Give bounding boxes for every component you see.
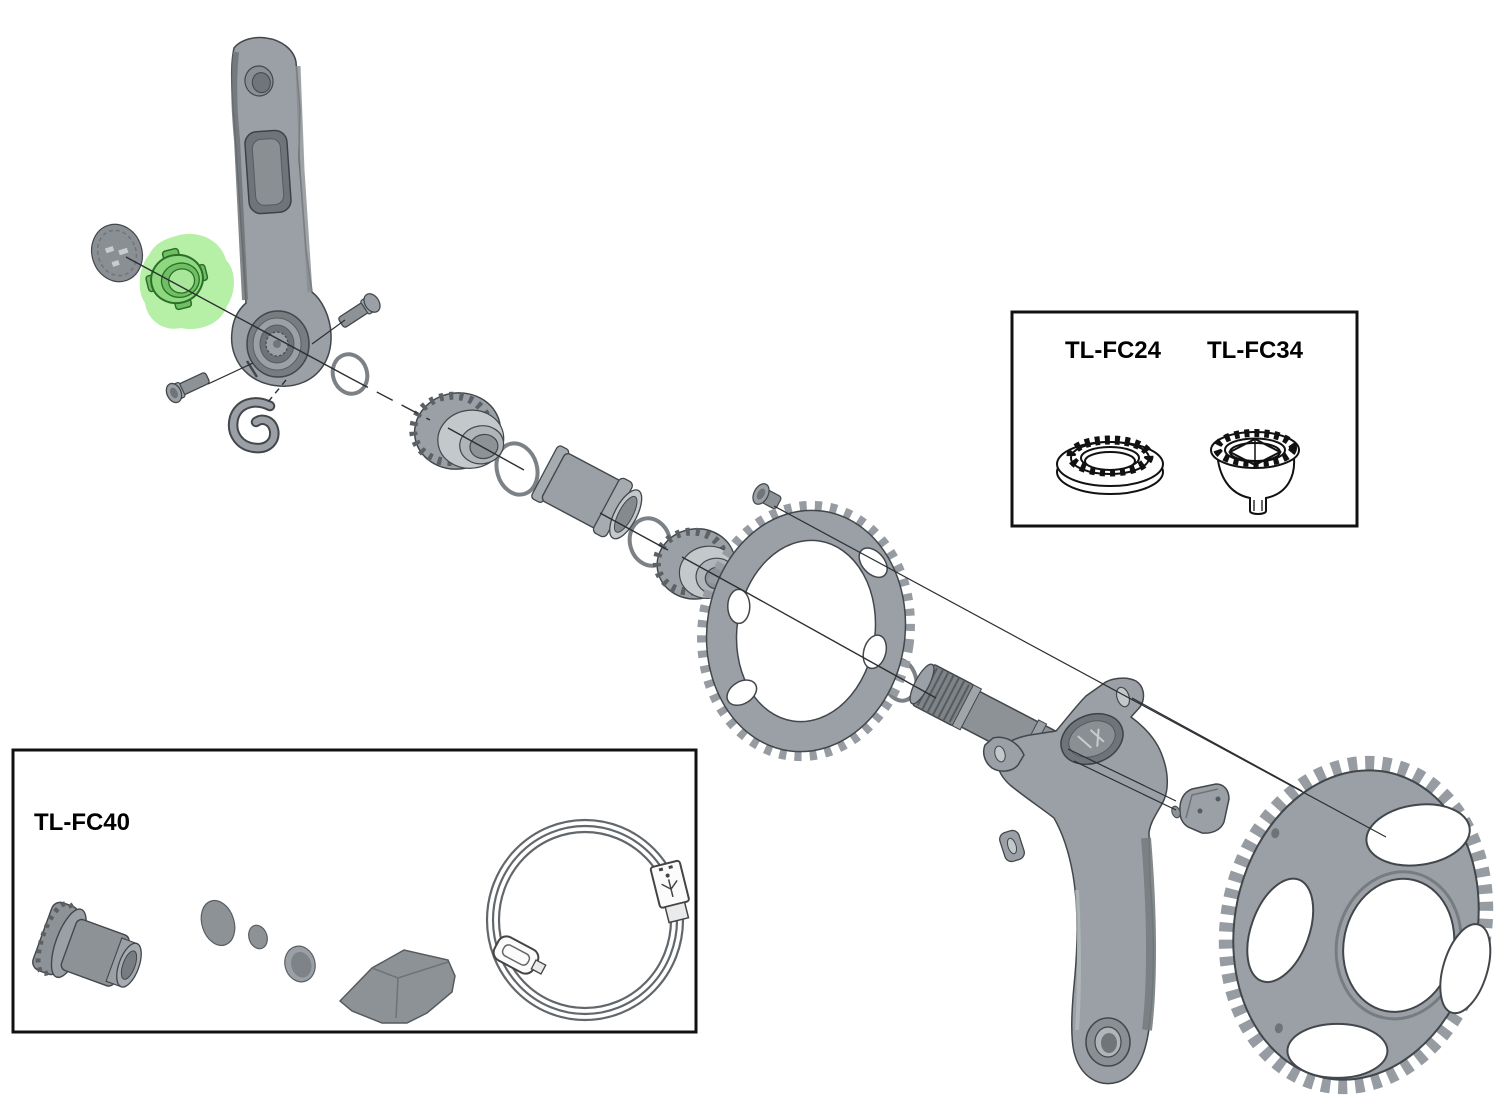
o-ring-2 [494,441,540,497]
bb-cup-tool-icon [1210,429,1300,515]
lockring-highlighted [145,247,209,311]
tool-box-top-right: TL-FC24 TL-FC34 [1010,310,1359,528]
bb-inner-cover-sleeve [531,445,643,540]
grommet-oval [200,899,236,947]
inner-chainring [697,500,915,762]
crank-boss-left [245,310,310,378]
label-tl-fc24: TL-FC24 [1065,337,1162,364]
charge-connector [492,935,547,975]
o-ring-1 [330,352,370,396]
usb-a-connector [649,859,690,924]
power-meter-pod-right [1060,712,1124,766]
pedal-hole [244,65,274,97]
grommet-round [284,945,316,983]
label-tl-fc40: TL-FC40 [34,809,130,836]
tool-box-top-right-border [1010,310,1359,528]
grommet-small [248,924,268,950]
battery-cover [1171,783,1230,834]
explosion-axis-line [125,256,937,699]
clamp-bolt-lower [165,372,210,404]
outer-chainring [1218,755,1494,1095]
right-crank-arm [982,677,1168,1085]
charging-cable [485,818,690,1022]
pedal-eye-right [1085,1017,1131,1067]
preload-tool [32,900,142,988]
side-lug [982,736,1025,772]
clamp-bolt-upper [338,293,381,328]
leader-lines [207,319,1387,838]
left-crank-arm [230,36,332,387]
label-tl-fc34: TL-FC34 [1207,337,1304,364]
crank-fixing-cap [90,223,144,283]
lower-lug [999,829,1025,863]
lockring-tool-icon [1056,435,1164,495]
upper-lug-hole [1115,686,1131,708]
mount-plate [338,949,456,1024]
tool-box-bottom-left: TL-FC40 [11,748,698,1034]
power-meter-pod-left [244,129,292,215]
stopper-plate [227,397,280,454]
bb-adapter-left [409,391,505,470]
chainring-bolt [752,483,782,510]
